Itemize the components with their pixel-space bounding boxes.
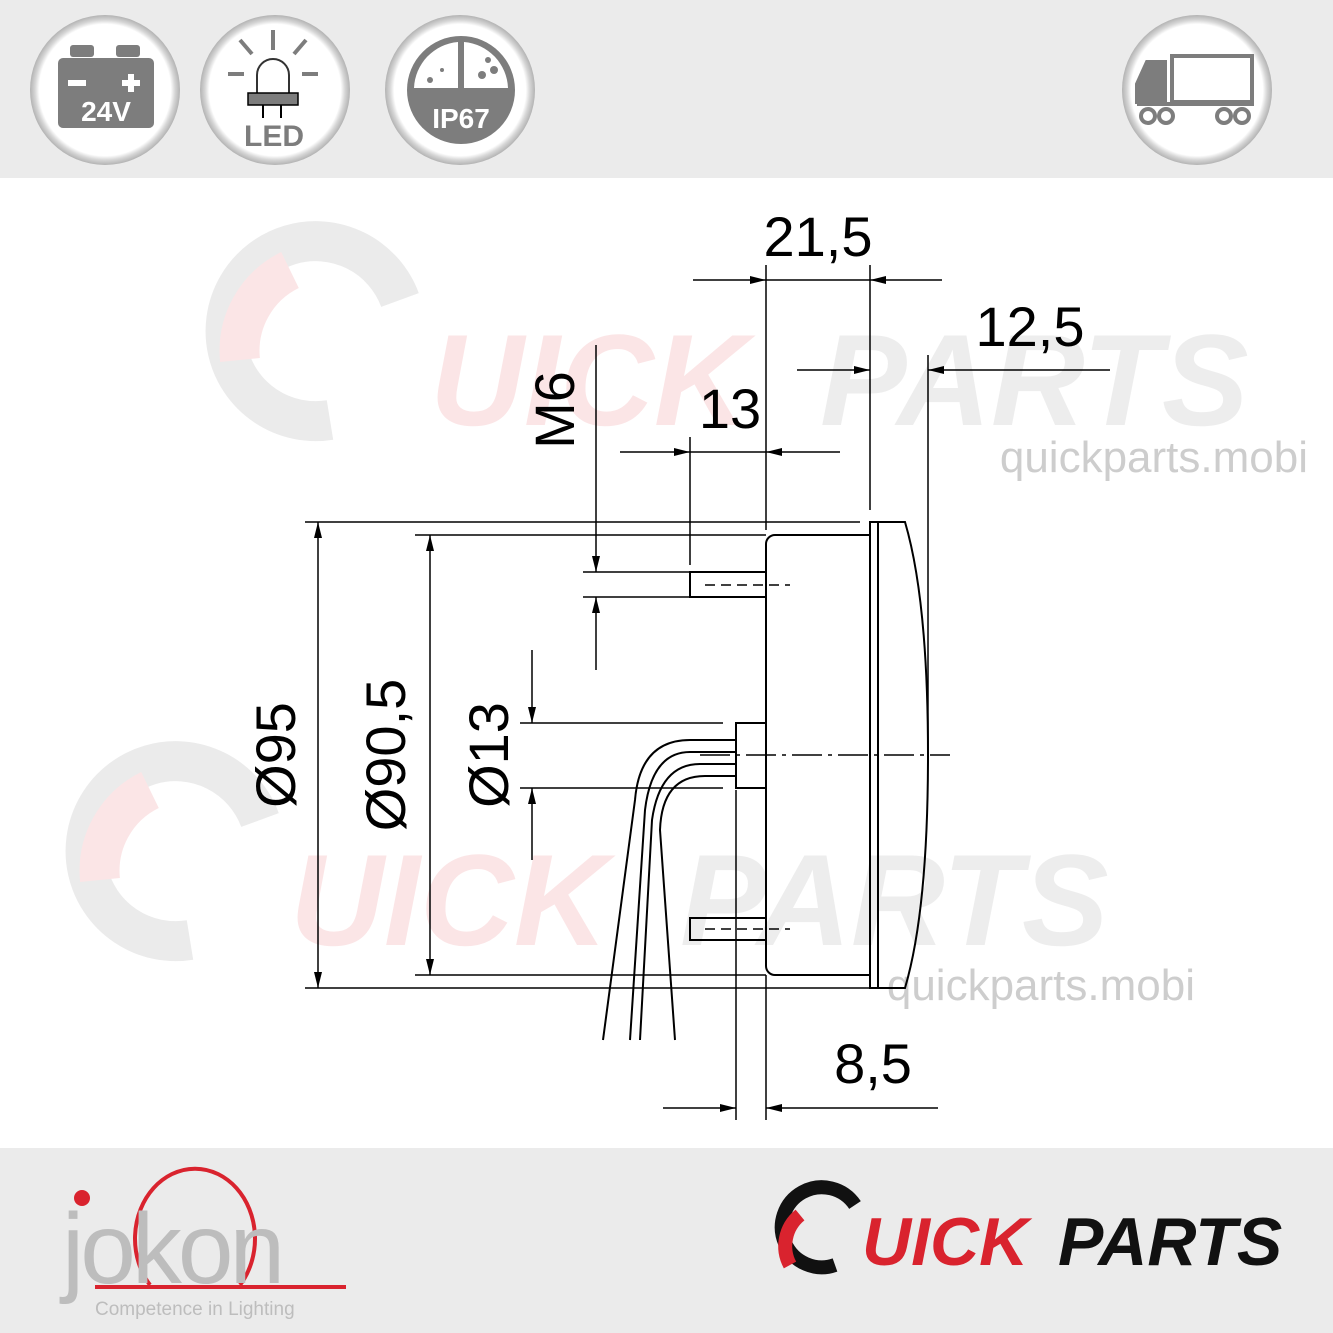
led-label: LED	[244, 120, 304, 153]
footer-bar	[0, 1148, 1333, 1333]
led-icon: LED	[228, 30, 318, 153]
dim-thread: M6	[523, 371, 586, 449]
dim-housing-diameter: Ø90,5	[354, 679, 417, 832]
ip-rating-icon: IP67	[407, 36, 515, 144]
ip-label: IP67	[432, 103, 490, 134]
watermark-brand-b: PARTS	[820, 307, 1249, 453]
watermark-brand-b: PARTS	[680, 827, 1109, 973]
battery-icon: 24V	[58, 45, 154, 128]
watermark-url: quickparts.mobi	[1000, 433, 1308, 482]
watermark-top: UICK PARTS quickparts.mobi	[205, 221, 1308, 482]
quickparts-logo: UICK PARTS	[774, 1180, 1282, 1280]
dim-outer-diameter: Ø95	[244, 702, 307, 808]
dim-lens-depth: 12,5	[976, 295, 1085, 358]
voltage-label: 24V	[81, 96, 131, 127]
dim-depth-total: 21,5	[764, 205, 873, 268]
jokon-logo: jokon Competence in Lighting	[59, 1166, 346, 1320]
dim-stud-offset: 13	[699, 377, 761, 440]
quickparts-wordmark-b: PARTS	[1058, 1204, 1282, 1280]
jokon-tagline: Competence in Lighting	[95, 1299, 295, 1320]
watermark-brand-a: UICK	[290, 827, 616, 973]
lamp-outline	[602, 521, 950, 1041]
truck-icon	[1135, 54, 1254, 125]
watermark-brand-a: UICK	[430, 307, 756, 453]
dim-gland-diameter: Ø13	[457, 702, 520, 808]
jokon-wordmark: jokon	[59, 1193, 281, 1305]
watermark-url: quickparts.mobi	[887, 961, 1195, 1010]
dim-gland-length: 8,5	[834, 1032, 912, 1095]
quickparts-wordmark-a: UICK	[862, 1204, 1033, 1280]
dimension-lines	[305, 265, 1110, 1120]
watermark-bottom: UICK PARTS quickparts.mobi	[65, 741, 1195, 1010]
